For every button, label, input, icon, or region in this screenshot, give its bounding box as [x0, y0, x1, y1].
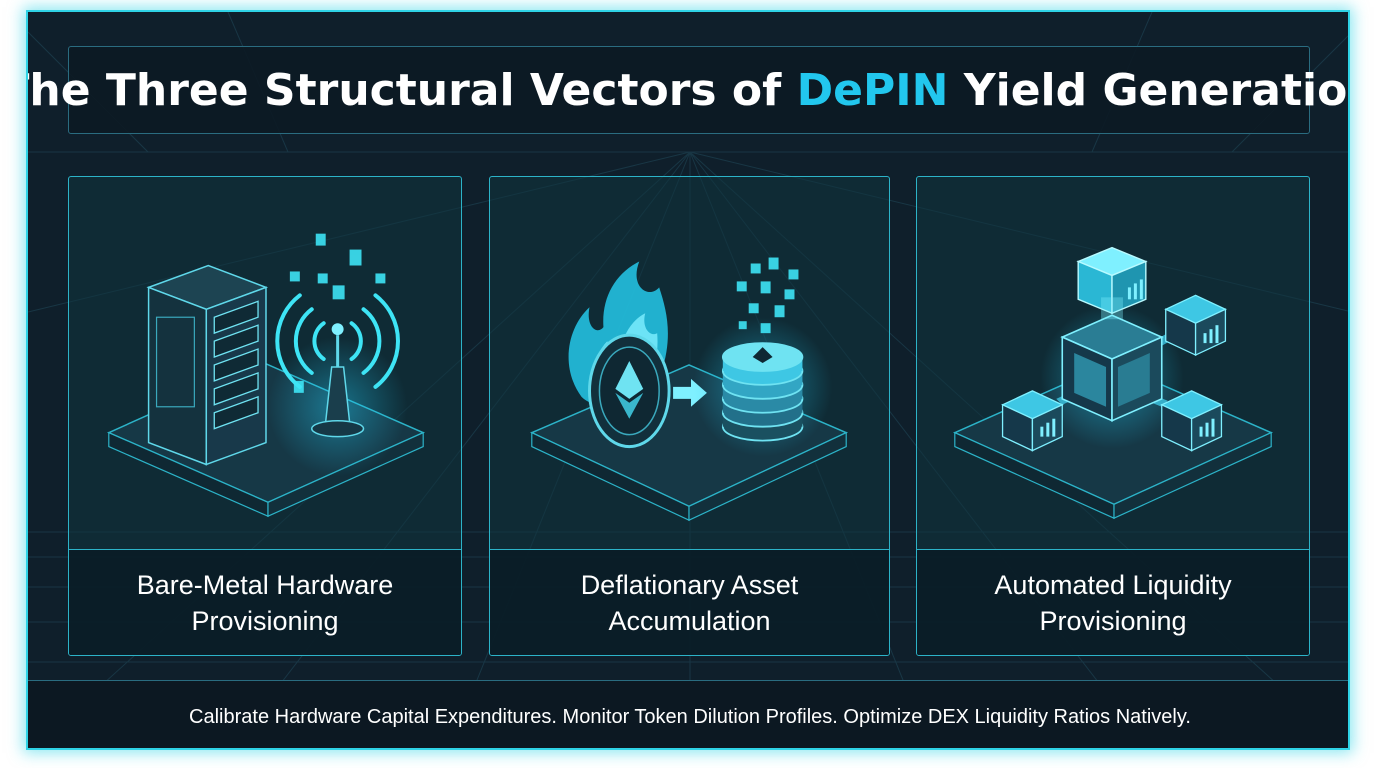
card-label-line-1: Bare-Metal Hardware [136, 570, 394, 600]
card-label-line-2: Provisioning [1039, 606, 1187, 636]
title-highlight: DePIN [796, 64, 949, 116]
server-rack-and-antenna-icon [106, 233, 426, 518]
title-banner: The Three Structural Vectors of DePIN Yi… [28, 46, 1348, 134]
card-label-line-1: Automated Liquidity [994, 570, 1232, 600]
card-label-line-2: Accumulation [608, 606, 771, 636]
card-label-area: Automated Liquidity Provisioning [917, 549, 1309, 655]
footer-banner: Calibrate Hardware Capital Expenditures.… [28, 680, 1348, 748]
connected-cubes-network-icon [952, 246, 1274, 520]
title-prefix: The Three Structural Vectors of [26, 64, 797, 116]
card-label: Bare-Metal Hardware Provisioning [115, 567, 415, 639]
card-label: Automated Liquidity Provisioning [963, 567, 1263, 639]
title-suffix: Yield Generation [948, 64, 1350, 116]
card-label-line-2: Provisioning [191, 606, 339, 636]
infographic-frame: The Three Structural Vectors of DePIN Yi… [26, 10, 1350, 750]
card-asset-accumulation: Deflationary Asset Accumulation [489, 176, 890, 656]
card-label-line-1: Deflationary Asset [580, 570, 799, 600]
page-title: The Three Structural Vectors of DePIN Yi… [26, 64, 1350, 116]
card-label: Deflationary Asset Accumulation [540, 567, 840, 639]
card-label-area: Deflationary Asset Accumulation [490, 549, 889, 655]
card-label-area: Bare-Metal Hardware Provisioning [69, 549, 461, 655]
card-liquidity-provisioning: Automated Liquidity Provisioning [916, 176, 1310, 656]
card-hardware-provisioning: Bare-Metal Hardware Provisioning [68, 176, 462, 656]
burning-coin-to-stack-icon [529, 257, 849, 522]
footer-text: Calibrate Hardware Capital Expenditures.… [189, 705, 1191, 728]
